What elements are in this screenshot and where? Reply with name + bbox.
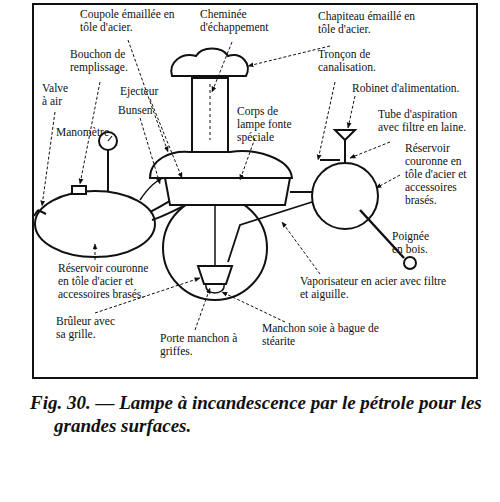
globe xyxy=(163,196,267,300)
part-label: Ejecteur xyxy=(120,85,168,98)
chimney xyxy=(192,78,228,152)
part-label: Tube d'aspiration avec filtre en laine. xyxy=(378,108,474,134)
feed-valve xyxy=(335,130,355,140)
part-label: Tronçon de canalisation. xyxy=(318,48,406,74)
filler-cap xyxy=(72,186,86,194)
part-label: Vaporisateur en acier avec filtre et aig… xyxy=(300,275,450,301)
part-label: Bunsen xyxy=(118,104,162,117)
vaporiser xyxy=(228,202,312,262)
part-label: Chapiteau émaillé en tôle d'acier. xyxy=(318,10,432,36)
part-label: Réservoir couronne en tôle d'acier et ac… xyxy=(58,262,162,301)
cupola xyxy=(150,151,292,178)
part-label: Porte manchon à griffes. xyxy=(160,332,242,358)
part-label: Bouchon de remplissage. xyxy=(70,48,152,74)
mantle-holder xyxy=(198,266,232,284)
part-label: Réservoir couronne en tôle d'acier et ac… xyxy=(405,142,475,206)
frame xyxy=(33,4,477,378)
part-label: Manomètre xyxy=(56,126,118,139)
part-label: Cheminée d'échappement xyxy=(200,8,274,34)
air-valve xyxy=(34,210,46,216)
chapiteau xyxy=(171,49,247,77)
part-label: Poignée en bois. xyxy=(392,230,436,256)
part-label: Brûleur avec sa grille. xyxy=(56,315,126,341)
part-label: Manchon soie à bague de stéarite xyxy=(262,322,382,348)
handle-knob xyxy=(404,257,416,269)
pipe-section xyxy=(290,191,312,193)
part-label: Corps de lampe fonte spéciale xyxy=(237,105,307,144)
figure-caption: Fig. 30. — Lampe à incandescence par le … xyxy=(30,392,494,438)
part-label: Coupole émaillée en tôle d'acier. xyxy=(80,8,188,34)
gauge-stem xyxy=(107,150,109,191)
part-label: Valve à air xyxy=(42,82,76,108)
part-label: Robinet d'alimentation. xyxy=(352,82,474,95)
lamp-body xyxy=(165,178,290,205)
